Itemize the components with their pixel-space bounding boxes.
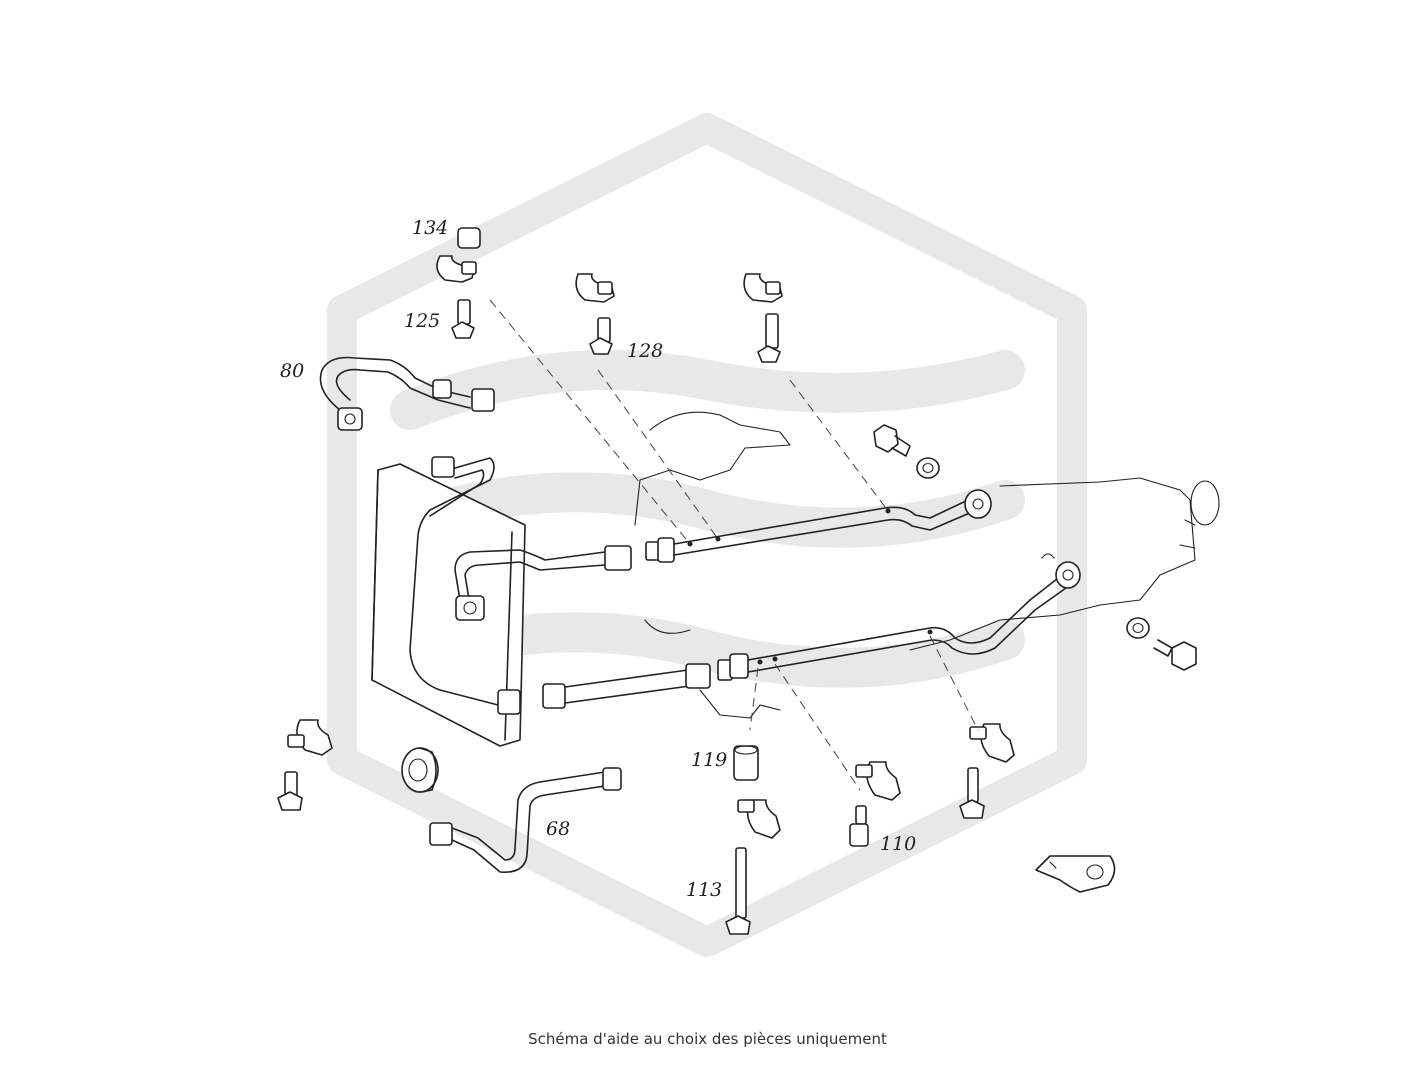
callout-113: 113 — [686, 879, 722, 901]
hose-68 — [429, 767, 622, 873]
upper-transmission-line — [645, 489, 992, 563]
lower-transmission-line — [542, 553, 1081, 709]
clamp-lower-right — [959, 723, 1015, 819]
clamp-110 — [849, 761, 901, 847]
callout-110: 110 — [880, 833, 916, 855]
callout-128: 128 — [627, 340, 663, 362]
callout-68: 68 — [546, 818, 570, 840]
pipe-80 — [319, 356, 495, 431]
bracket-plate — [1035, 855, 1116, 893]
callout-80: 80 — [280, 360, 304, 382]
oil-cooler — [371, 463, 526, 747]
clamp-113 — [725, 799, 781, 935]
clamp-left-lower — [277, 719, 333, 811]
engine-outline — [634, 411, 1220, 719]
cooler-upper-pipe — [409, 456, 632, 715]
clamp-128 — [575, 273, 615, 355]
leader-lines — [489, 299, 979, 791]
clamp-upper-right — [743, 273, 783, 363]
spacer-119 — [733, 745, 759, 781]
banjo-bolt-upper — [873, 424, 940, 479]
banjo-bolt-lower — [1126, 617, 1197, 671]
diagram-caption: Schéma d'aide au choix des pièces unique… — [528, 1030, 887, 1048]
grommet — [401, 747, 439, 793]
clamp-134 — [436, 227, 481, 339]
callout-134: 134 — [412, 217, 448, 239]
callout-119: 119 — [691, 749, 727, 771]
callout-125: 125 — [404, 310, 440, 332]
